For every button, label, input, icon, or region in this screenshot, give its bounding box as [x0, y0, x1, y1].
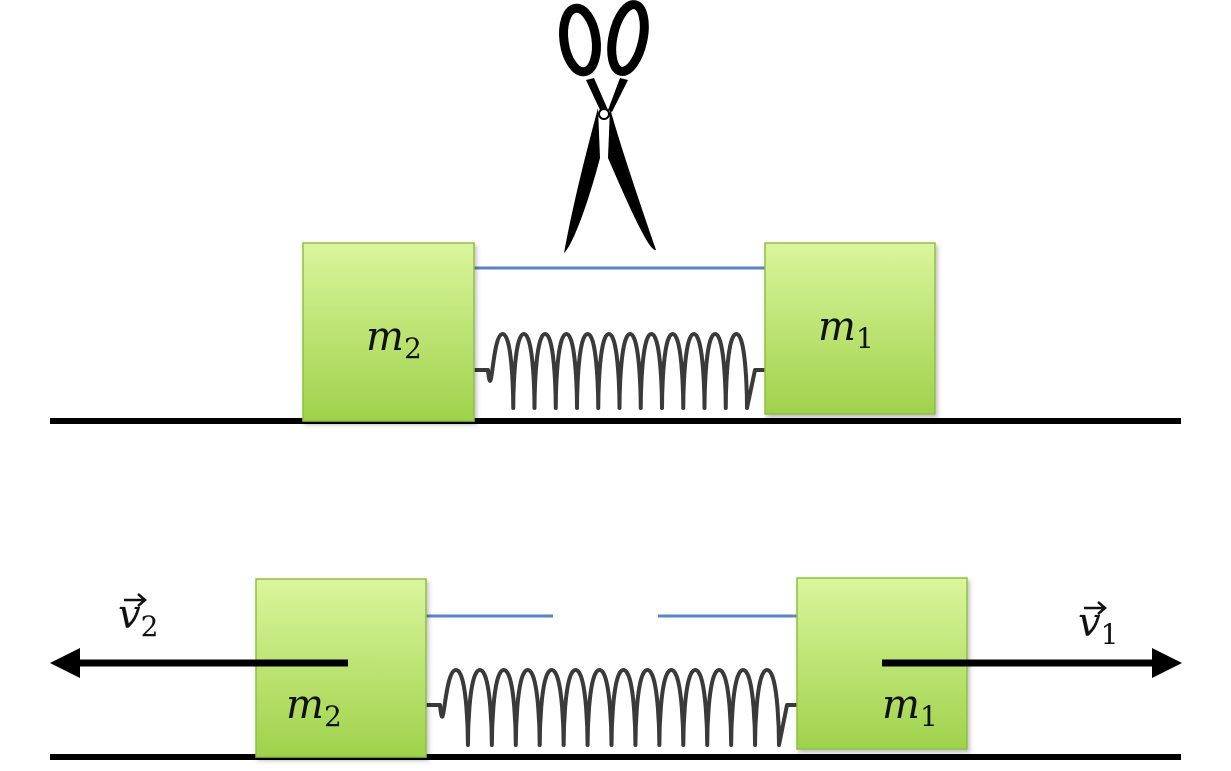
- scene-top: m2 m1: [50, 0, 1181, 424]
- block-m2-top: [302, 242, 475, 422]
- spring-bottom: [426, 668, 797, 747]
- velocity-arrow-right: [882, 648, 1182, 678]
- block-m2-bottom: [255, 578, 427, 758]
- label-v1: v1: [1078, 600, 1118, 651]
- block-m1-top: [764, 242, 936, 415]
- scissors-icon: [559, 0, 656, 253]
- spring-top: [474, 332, 765, 410]
- svg-text:v1: v1: [1078, 600, 1118, 651]
- svg-text:v2: v2: [118, 592, 158, 643]
- label-m2-top: m2: [366, 314, 422, 365]
- label-v2: v2: [118, 592, 158, 643]
- label-m2-bottom: m2: [286, 682, 342, 733]
- scene-bottom: m2 m1 v2 v1: [50, 577, 1182, 760]
- label-m1-bottom: m1: [882, 682, 938, 733]
- label-m1-top: m1: [818, 304, 874, 355]
- velocity-arrow-left: [50, 648, 348, 678]
